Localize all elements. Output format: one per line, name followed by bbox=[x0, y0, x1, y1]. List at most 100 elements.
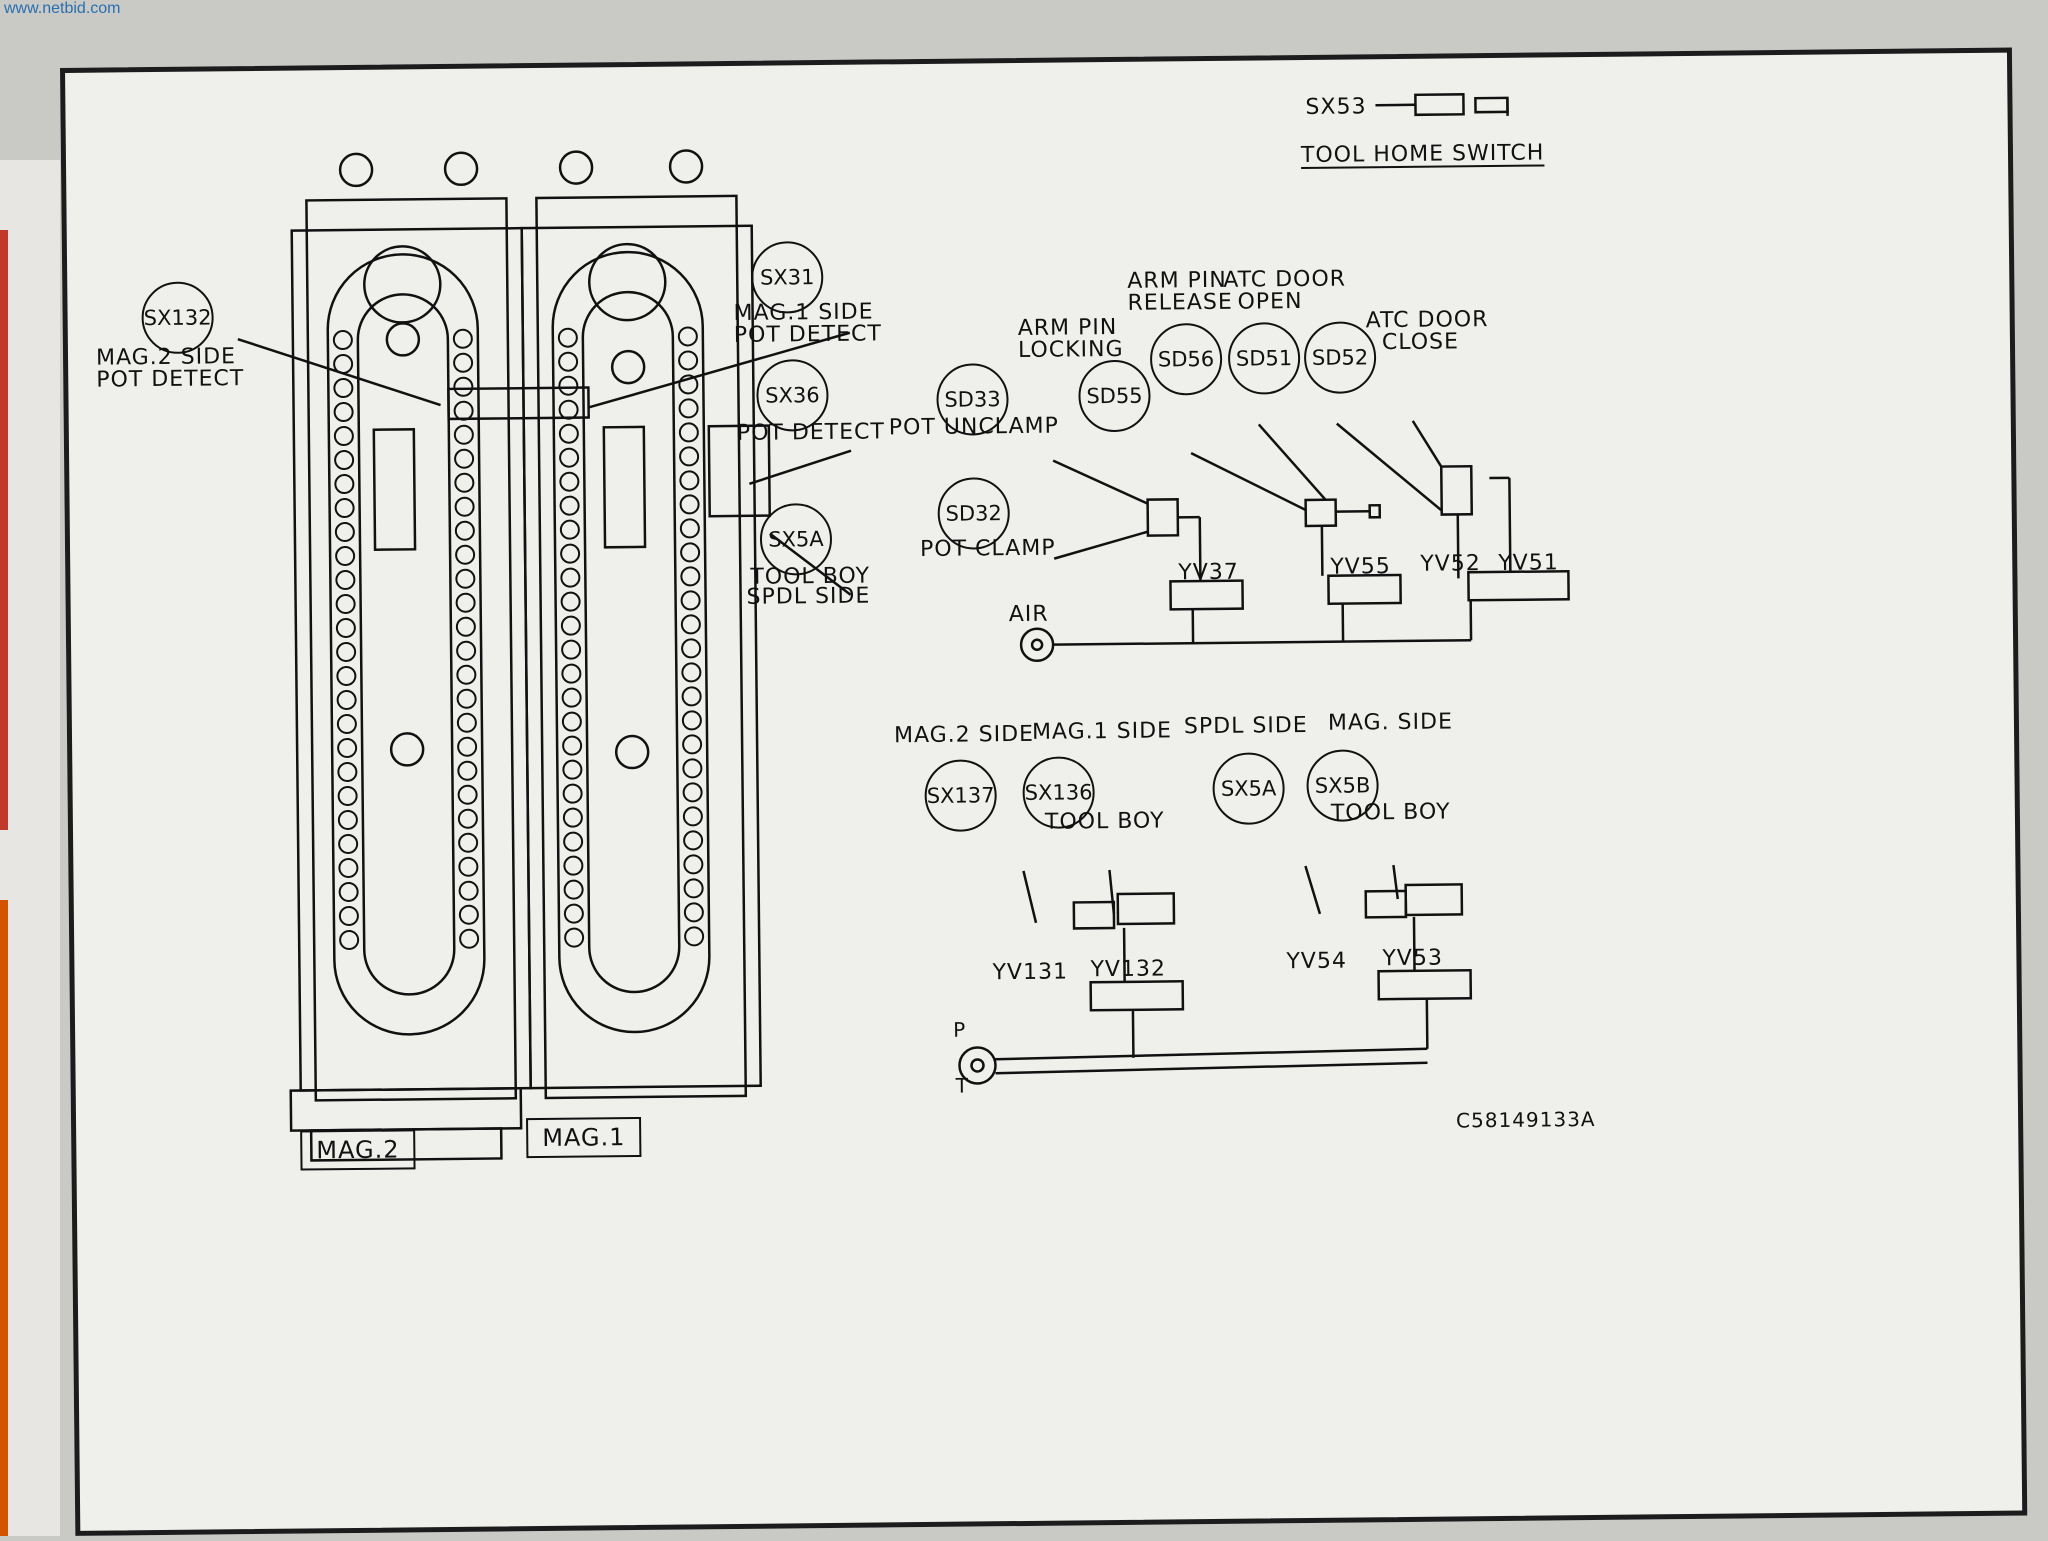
tool-pot bbox=[334, 379, 352, 397]
tool-pot bbox=[680, 447, 698, 465]
watermark: www.netbid.com bbox=[4, 0, 121, 18]
background-red-strip bbox=[0, 230, 8, 830]
sd51-bubble: SD51 bbox=[1228, 322, 1301, 395]
mag2-eyebolt-right bbox=[445, 153, 477, 185]
tool-pot bbox=[337, 643, 355, 661]
tool-pot bbox=[565, 881, 583, 899]
tool-pot bbox=[456, 546, 474, 564]
mag1-eyebolt-right bbox=[670, 150, 702, 182]
sx53-code: SX53 bbox=[1305, 95, 1366, 120]
tool-pot bbox=[339, 859, 357, 877]
sd52-label-line2: CLOSE bbox=[1382, 330, 1459, 355]
mag2-chain-inner bbox=[357, 294, 454, 995]
tool-pot bbox=[562, 641, 580, 659]
tool-boy-right-label: TOOL BOY bbox=[1331, 800, 1451, 825]
mag2-pots bbox=[334, 330, 478, 949]
t-port-label: T bbox=[956, 1074, 969, 1098]
tool-pot bbox=[337, 667, 355, 685]
tool-pot bbox=[682, 639, 700, 657]
tool-pot bbox=[562, 665, 580, 683]
tool-pot bbox=[560, 449, 578, 467]
tool-pot bbox=[682, 591, 700, 609]
tool-pot bbox=[562, 617, 580, 635]
tool-pot bbox=[336, 499, 354, 517]
tool-pot bbox=[683, 711, 701, 729]
tool-pot bbox=[456, 570, 474, 588]
tool-pot bbox=[681, 519, 699, 537]
sx31-label-line2: POT DETECT bbox=[734, 322, 882, 348]
valve-yv132: YV132 bbox=[1090, 957, 1166, 982]
tool-pot bbox=[560, 401, 578, 419]
tool-pot bbox=[680, 423, 698, 441]
air-label: AIR bbox=[1009, 603, 1049, 627]
background-panel-left bbox=[0, 160, 60, 1536]
tool-pot bbox=[563, 689, 581, 707]
mag1-sprocket bbox=[589, 244, 666, 321]
tool-pot bbox=[338, 763, 356, 781]
tool-pot bbox=[457, 594, 475, 612]
tool-pot bbox=[684, 807, 702, 825]
tool-boy-left-label: TOOL BOY bbox=[1045, 809, 1165, 834]
tool-pot bbox=[334, 331, 352, 349]
mag1-frame bbox=[536, 196, 745, 1098]
tool-pot bbox=[682, 615, 700, 633]
tool-pot bbox=[685, 879, 703, 897]
sd51-label-line2: OPEN bbox=[1237, 290, 1302, 315]
tool-pot bbox=[338, 691, 356, 709]
tool-pot bbox=[457, 642, 475, 660]
tool-pot bbox=[679, 351, 697, 369]
tool-pot bbox=[564, 857, 582, 875]
tool-pot bbox=[459, 786, 477, 804]
tool-pot bbox=[458, 690, 476, 708]
valve-yv53: YV53 bbox=[1382, 947, 1443, 972]
mag1-chain-inner bbox=[582, 292, 679, 993]
hyd-sx5a-bubble: SX5A bbox=[1212, 752, 1285, 825]
sx36-label: POT DETECT bbox=[737, 420, 885, 446]
tool-pot bbox=[565, 905, 583, 923]
tool-pot bbox=[454, 330, 472, 348]
sd55-label-line2: LOCKING bbox=[1018, 338, 1124, 363]
mag2-label: MAG.2 bbox=[300, 1129, 416, 1170]
tool-pot bbox=[559, 329, 577, 347]
tool-pot bbox=[455, 426, 473, 444]
tool-pot bbox=[458, 738, 476, 756]
tool-pot bbox=[455, 450, 473, 468]
tool-pot bbox=[459, 834, 477, 852]
valve-yv37: YV37 bbox=[1178, 561, 1239, 586]
sx5a-label-line2: SPDL SIDE bbox=[746, 585, 870, 610]
tool-pot bbox=[337, 619, 355, 637]
sd56-bubble: SD56 bbox=[1150, 323, 1223, 396]
tool-pot bbox=[335, 475, 353, 493]
tool-pot bbox=[454, 354, 472, 372]
tool-pot bbox=[685, 927, 703, 945]
tool-pot bbox=[337, 595, 355, 613]
tool-pot bbox=[339, 835, 357, 853]
tool-pot bbox=[460, 930, 478, 948]
tool-pot bbox=[458, 762, 476, 780]
valve-yv54: YV54 bbox=[1286, 950, 1347, 975]
valve-yv51: YV51 bbox=[1498, 551, 1559, 576]
sd52-bubble: SD52 bbox=[1304, 321, 1377, 394]
part-number: C58149133A bbox=[1456, 1107, 1596, 1132]
tool-pot bbox=[564, 833, 582, 851]
tool-pot bbox=[336, 547, 354, 565]
tool-pot bbox=[339, 811, 357, 829]
tool-pot bbox=[455, 474, 473, 492]
label-plate: SX53 TOOL HOME SWITCH SX132 MAG.2 SIDE P… bbox=[60, 48, 2027, 1536]
tool-pot bbox=[684, 783, 702, 801]
valve-yv52: YV52 bbox=[1420, 552, 1481, 577]
tool-pot bbox=[685, 903, 703, 921]
tool-pot bbox=[681, 567, 699, 585]
tool-pot bbox=[456, 498, 474, 516]
tool-pot bbox=[458, 714, 476, 732]
tool-pot bbox=[457, 666, 475, 684]
tool-pot bbox=[340, 907, 358, 925]
tool-pot bbox=[564, 785, 582, 803]
tool-pot bbox=[560, 425, 578, 443]
valve-yv131: YV131 bbox=[992, 960, 1068, 985]
tool-pot bbox=[679, 327, 697, 345]
tool-home-switch-title: TOOL HOME SWITCH bbox=[1301, 141, 1545, 168]
tool-pot bbox=[335, 403, 353, 421]
tool-pot bbox=[564, 809, 582, 827]
tool-pot bbox=[454, 378, 472, 396]
